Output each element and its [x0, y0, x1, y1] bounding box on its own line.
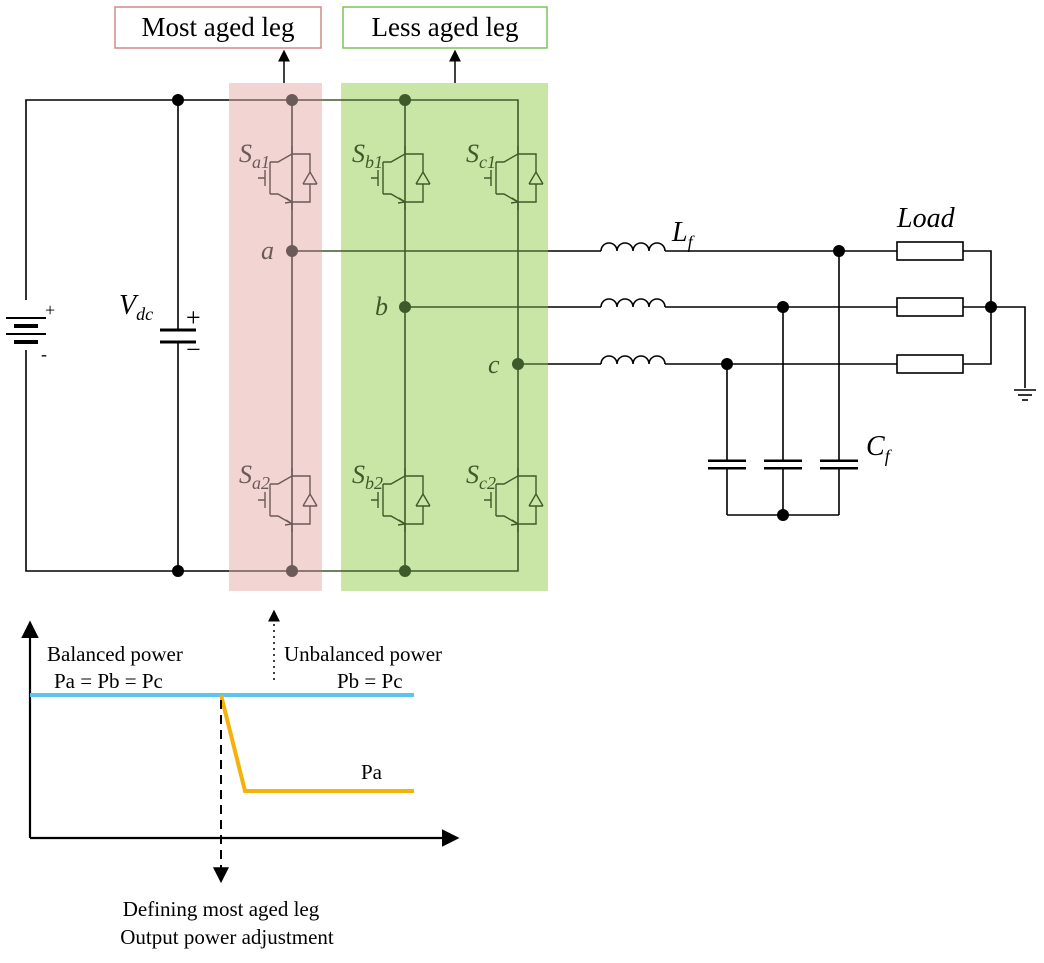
node-label-c: c — [488, 350, 500, 379]
caption-line-1: Defining most aged leg — [123, 897, 320, 921]
node-label-a: a — [261, 236, 274, 265]
inductor-c — [600, 355, 666, 365]
vdc-label: Vdc — [119, 290, 153, 324]
lf-label: Lf — [671, 217, 696, 252]
less-aged-label-box — [342, 6, 548, 49]
cf-label: Cf — [866, 431, 893, 466]
power-graph — [21, 609, 460, 884]
less-aged-label: Less aged leg — [372, 12, 519, 42]
balanced-power-title: Balanced power — [47, 642, 183, 666]
cap-minus: − — [186, 335, 201, 364]
ground-icon — [1014, 389, 1036, 401]
switch-label-sb1: Sb1 — [352, 139, 383, 172]
inductor-a — [600, 242, 666, 252]
cap-plus: + — [186, 303, 201, 332]
node-label-b: b — [375, 292, 388, 321]
switch-label-sa1: Sa1 — [239, 139, 270, 172]
pa-label: Pa — [361, 760, 383, 784]
battery-plus: + — [45, 300, 55, 320]
switch-label-sb2: Sb2 — [352, 460, 383, 493]
load-resistors — [896, 241, 964, 374]
pa-power-line — [219, 694, 414, 793]
junction-dots — [172, 94, 997, 577]
balanced-power-eq: Pa = Pb = Pc — [54, 669, 163, 693]
switch-label-sc2: Sc2 — [466, 460, 496, 493]
switch-label-sc1: Sc1 — [466, 139, 496, 172]
inductor-b — [600, 298, 666, 308]
phase-wires — [548, 250, 601, 365]
less-aged-region — [341, 83, 548, 591]
caption-line-2: Output power adjustment — [120, 925, 334, 949]
most-aged-label-box — [114, 6, 322, 49]
load-neutral-wire — [963, 250, 1026, 388]
most-aged-label: Most aged leg — [142, 12, 295, 42]
dc-capacitor — [160, 307, 196, 370]
battery-symbol — [6, 300, 46, 350]
filter-cap-branches — [726, 251, 840, 516]
unbalanced-power-eq: Pb = Pc — [337, 669, 403, 693]
switch-label-sa2: Sa2 — [239, 460, 270, 493]
filter-capacitors — [708, 459, 858, 470]
load-label: Load — [896, 203, 956, 234]
unbalanced-power-title: Unbalanced power — [284, 642, 442, 666]
battery-minus: - — [41, 344, 47, 364]
